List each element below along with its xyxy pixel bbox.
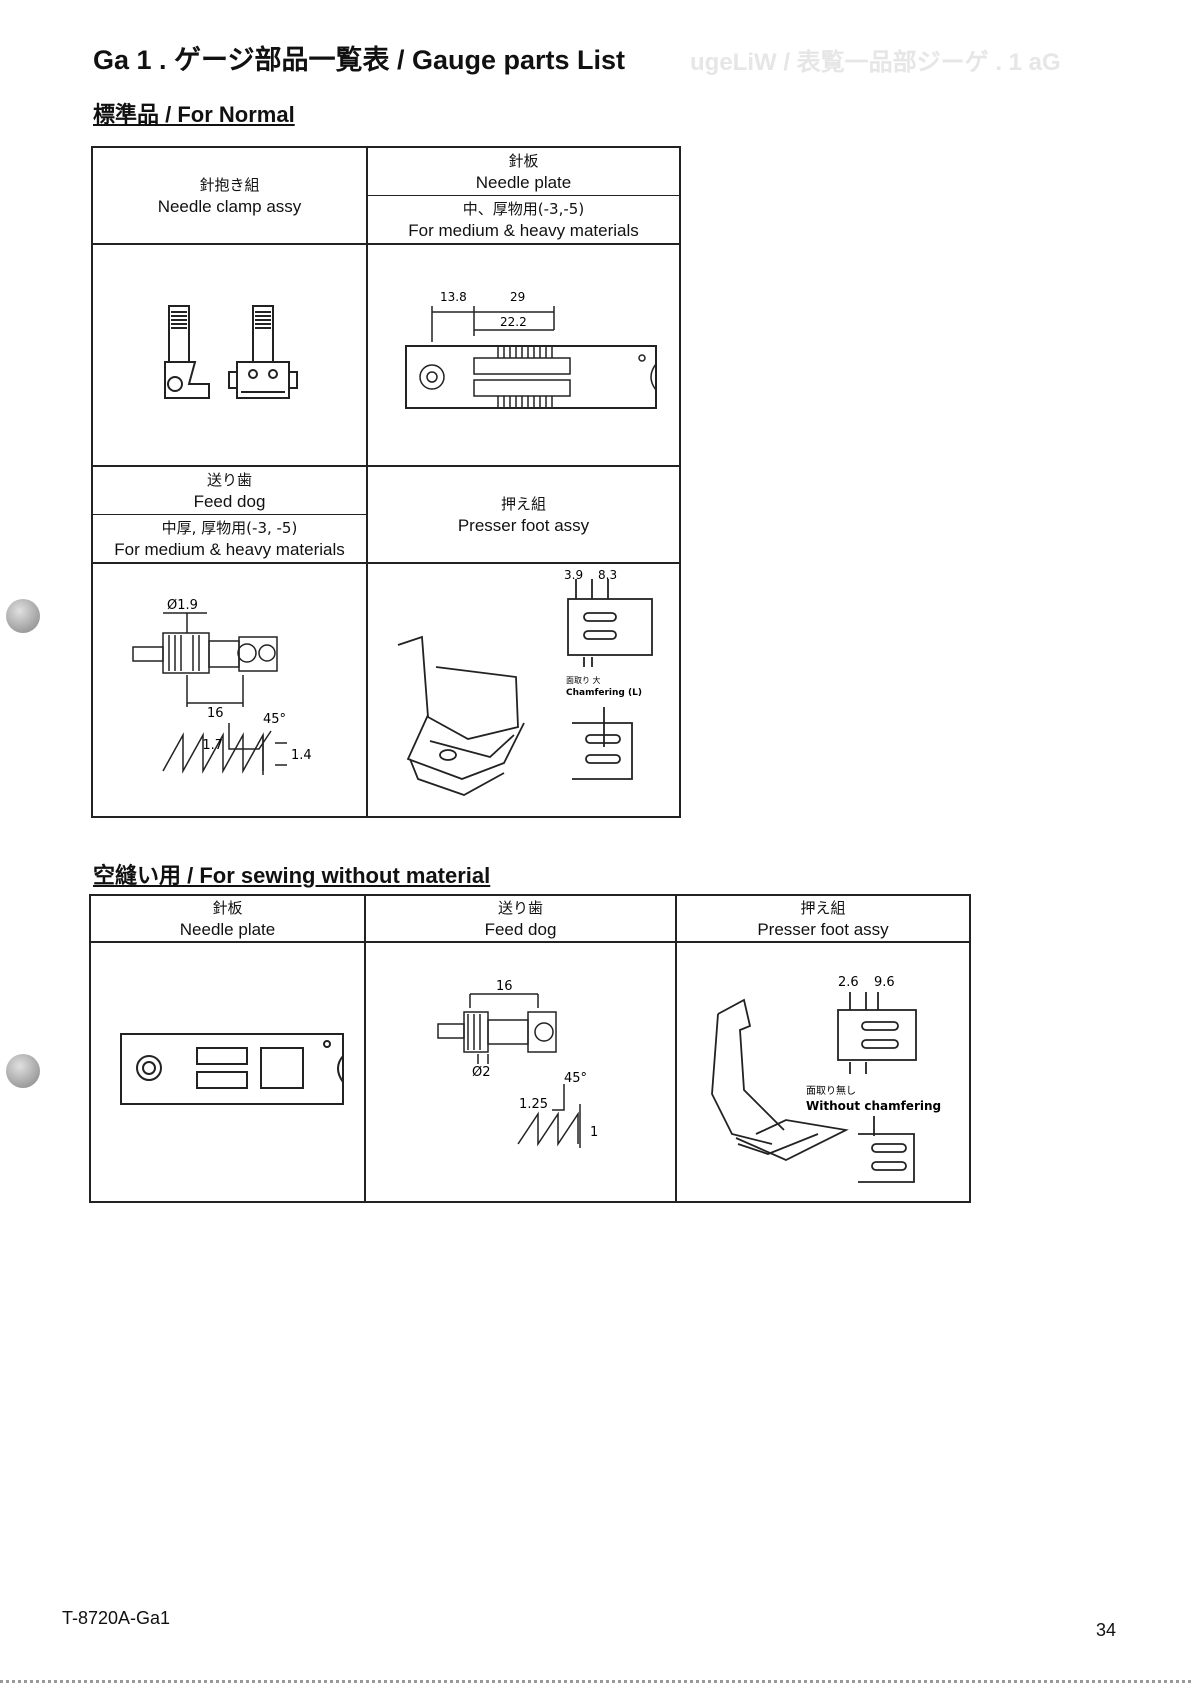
binder-hole-icon: [6, 599, 40, 633]
without-needle-plate-drawing-cell: [89, 941, 366, 1203]
dim-pf2-b: 9.6: [874, 975, 895, 990]
dim-fd2-dia: Ø2: [472, 1065, 491, 1080]
dim-fd-angle: 45°: [263, 712, 286, 727]
document-id: T-8720A-Ga1: [62, 1608, 171, 1628]
dim-np-a: 13.8: [440, 290, 467, 304]
without-presser-foot-drawing-cell: 2.6 9.6 面取り無し Without chamfering: [675, 941, 971, 1203]
without-feed-dog-drawing: 16 Ø2 45° 1.25 1: [436, 979, 598, 1148]
dim-pf-b: 8.3: [598, 568, 617, 582]
needle-plate-drawing: 13.8 29 22.2: [404, 290, 657, 409]
dim-fd2-angle: 45°: [564, 1071, 587, 1086]
section-heading-without-material: 空縫い用 / For sewing without material: [93, 863, 491, 888]
dim-fd-len: 16: [207, 706, 224, 721]
without-needle-plate-drawing: [119, 1033, 344, 1105]
show-through-text: ugeLiW / 表覧一品部ジーゲ . 1 aG: [690, 49, 1061, 76]
dim-fd2-w: 1.25: [519, 1097, 548, 1112]
section-heading-normal: 標準品 / For Normal: [93, 102, 295, 127]
needle-plate-drawing-cell: 13.8 29 22.2: [366, 243, 681, 467]
needle-clamp-drawing-cell: [91, 243, 368, 467]
presser-foot-drawing-cell: 3.9 8.3 面取り 大 Chamfering (L): [366, 562, 681, 818]
pf2-chamfer-jp: 面取り無し: [806, 1084, 856, 1097]
dim-pf-a: 3.9: [564, 568, 583, 582]
page-number: 34: [1096, 1620, 1117, 1640]
pf-chamfer-en: Chamfering (L): [566, 688, 642, 698]
needle-clamp-header: 針抱き組 Needle clamp assy: [91, 146, 368, 245]
without-feed-dog-drawing-cell: 16 Ø2 45° 1.25 1: [364, 941, 677, 1203]
dim-fd2-len: 16: [496, 979, 513, 994]
dim-fd-h: 1.4: [291, 748, 312, 763]
page-title: Ga 1 . ゲージ部品一覧表 / Gauge parts List: [93, 45, 626, 75]
dim-np-c: 22.2: [500, 315, 527, 329]
dim-fd-dia: Ø1.9: [167, 598, 198, 613]
feed-dog-drawing: Ø1.9 16 45° 1.7 1.4: [131, 598, 312, 775]
pf2-chamfer-en: Without chamfering: [806, 1099, 941, 1113]
dim-pf2-a: 2.6: [838, 975, 859, 990]
dim-np-b: 29: [510, 290, 525, 304]
without-presser-foot-drawing: 2.6 9.6 面取り無し Without chamfering: [711, 975, 941, 1183]
dim-fd2-h: 1: [590, 1125, 598, 1140]
feed-dog-drawing-cell: Ø1.9 16 45° 1.7 1.4: [91, 562, 368, 818]
binder-hole-icon: [6, 1054, 40, 1088]
scan-edge: [0, 1680, 1193, 1683]
presser-foot-header: 押え組 Presser foot assy: [366, 465, 681, 564]
presser-foot-drawing: 3.9 8.3 面取り 大 Chamfering (L): [397, 568, 653, 796]
pf-chamfer-jp: 面取り 大: [566, 675, 601, 685]
dim-fd-w: 1.7: [202, 738, 223, 753]
needle-clamp-drawing: [163, 305, 298, 399]
